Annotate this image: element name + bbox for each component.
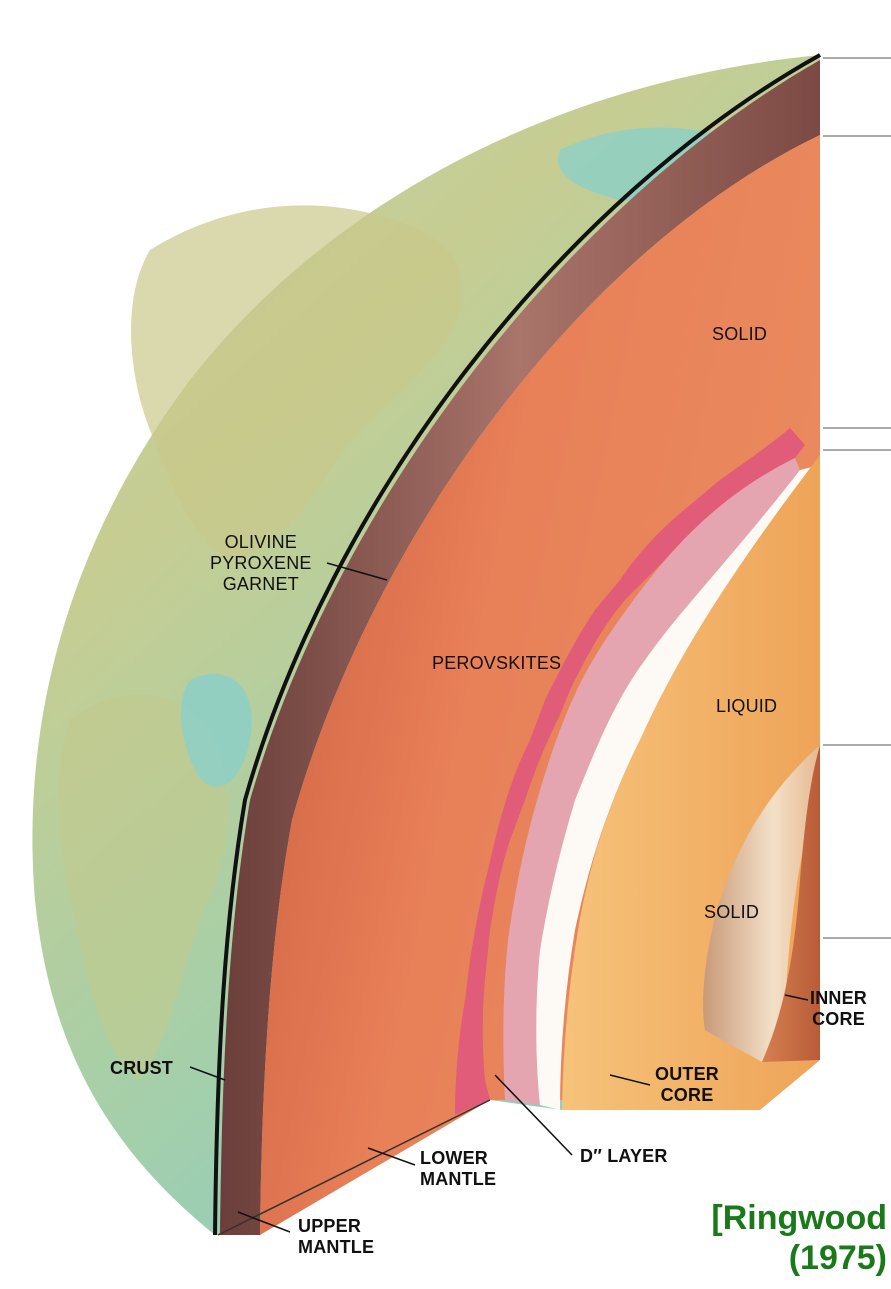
label-olivine-pyroxene-garnet: OLIVINE PYROXENE GARNET xyxy=(210,532,312,595)
label-outer-core: OUTER CORE xyxy=(655,1064,719,1106)
depth-tick-lines xyxy=(823,58,891,938)
label-lower-mantle: LOWER MANTLE xyxy=(420,1148,496,1190)
label-solid-inner: SOLID xyxy=(704,902,759,923)
label-perovskites: PEROVSKITES xyxy=(432,653,561,674)
citation: [Ringwood (1975) xyxy=(711,1198,887,1278)
label-solid-mantle: SOLID xyxy=(712,324,767,345)
label-upper-mantle: UPPER MANTLE xyxy=(298,1216,374,1258)
label-crust: CRUST xyxy=(110,1058,173,1079)
label-liquid: LIQUID xyxy=(716,696,777,717)
label-d-layer: D″ LAYER xyxy=(580,1146,668,1167)
label-inner-core: INNER CORE xyxy=(810,988,867,1030)
